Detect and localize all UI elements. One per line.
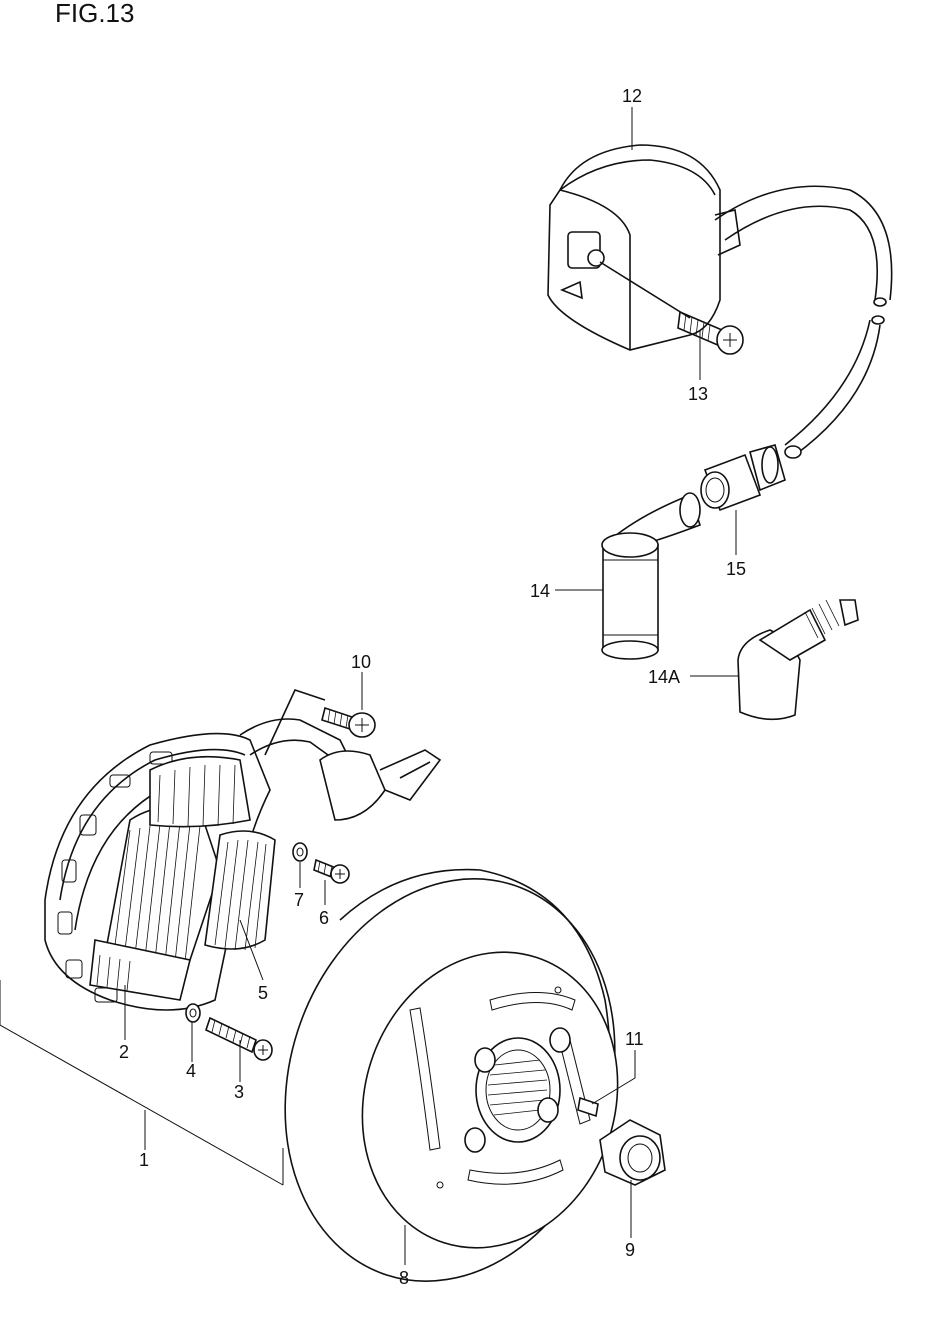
plug-cap	[601, 492, 702, 660]
leader-lines	[0, 107, 738, 1265]
coil-screw	[599, 261, 744, 355]
flywheel-nut	[599, 1119, 666, 1186]
callout-1: 1	[139, 1150, 149, 1170]
harness-bolt	[321, 706, 376, 738]
callout-4: 4	[186, 1061, 196, 1081]
callout-3: 3	[234, 1082, 244, 1102]
callout-14: 14	[530, 581, 550, 601]
callout-5: 5	[258, 983, 268, 1003]
woodruff-key	[577, 1096, 599, 1118]
callout-9: 9	[625, 1240, 635, 1260]
callout-15: 15	[726, 559, 746, 579]
callout-8: 8	[399, 1268, 409, 1288]
lead-nut	[700, 444, 786, 512]
callout-7: 7	[294, 890, 304, 910]
screw-3	[205, 1016, 273, 1061]
flywheel-rotor	[284, 868, 619, 1282]
washer-7	[292, 842, 308, 862]
screw-6	[313, 858, 350, 884]
washer-4	[185, 1003, 201, 1023]
callout-13: 13	[688, 384, 708, 404]
callout-12: 12	[622, 86, 642, 106]
callout-2: 2	[119, 1042, 129, 1062]
stator-assembly	[44, 689, 442, 1011]
callout-10: 10	[351, 652, 371, 672]
figure-title: FIG.13	[55, 0, 134, 28]
callout-6: 6	[319, 908, 329, 928]
plug-cap-alt	[737, 599, 859, 721]
ignition-coil	[547, 144, 893, 459]
callout-11: 11	[625, 1029, 644, 1049]
callout-14a: 14A	[648, 667, 680, 687]
